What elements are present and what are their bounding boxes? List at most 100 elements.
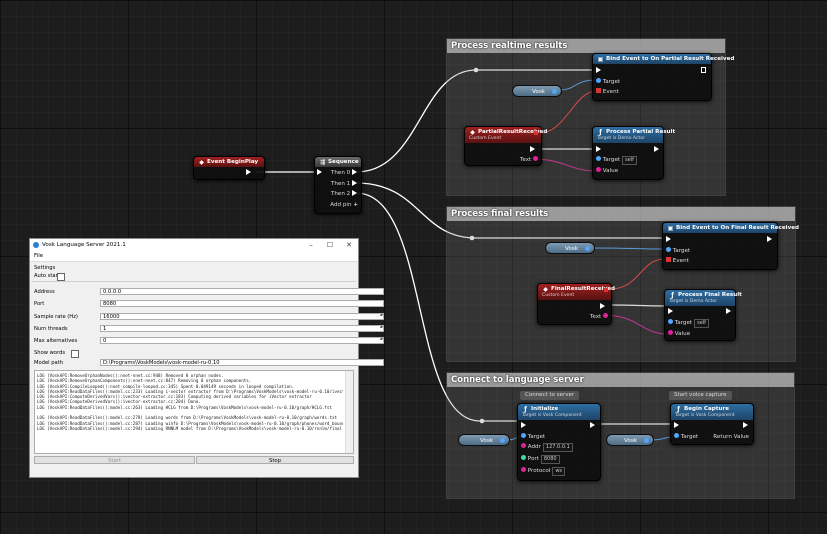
exec-pin-icon[interactable] bbox=[317, 169, 322, 175]
exec-pin-icon[interactable] bbox=[596, 146, 601, 152]
log-output[interactable]: LOG (VoskAPI:RemoveOrphanNodes():nnet-nn… bbox=[34, 370, 354, 454]
event-icon: ◆ bbox=[543, 286, 548, 293]
settings-label: Settings bbox=[34, 265, 56, 271]
data-pin-icon[interactable] bbox=[521, 433, 526, 438]
window-titlebar[interactable]: Vosk Language Server 2021.1 – ☐ ✕ bbox=[30, 239, 358, 251]
event-beginplay-node[interactable]: ◆Event BeginPlay bbox=[193, 156, 265, 180]
exec-pin-icon[interactable] bbox=[600, 303, 605, 309]
log-line: LOG (VoskAPI:ReadDataFiles():model.cc:27… bbox=[37, 415, 338, 421]
exec-pin-icon[interactable] bbox=[596, 67, 601, 73]
divider bbox=[32, 281, 356, 282]
vosk-variable-node[interactable]: Vosk bbox=[545, 242, 595, 254]
data-pin-icon[interactable] bbox=[603, 313, 608, 318]
menu-file[interactable]: File bbox=[34, 253, 44, 259]
data-pin-icon[interactable] bbox=[596, 156, 601, 161]
function-icon: ƒ bbox=[524, 406, 527, 413]
log-scrollbar[interactable] bbox=[345, 371, 353, 453]
data-pin-icon[interactable] bbox=[668, 319, 673, 324]
delegate-pin-icon[interactable] bbox=[534, 131, 538, 135]
exec-pin-icon[interactable] bbox=[726, 308, 731, 314]
port-input[interactable]: 8080 bbox=[540, 455, 560, 464]
exec-pin-icon[interactable] bbox=[530, 146, 535, 152]
exec-pin-icon[interactable] bbox=[743, 422, 748, 428]
bind-final-result-node[interactable]: ▣Bind Event to On Final Result Received … bbox=[662, 222, 799, 270]
max-alternatives-label: Max alternatives bbox=[34, 338, 78, 344]
delegate-wire bbox=[609, 258, 666, 290]
delegate-pin-icon[interactable] bbox=[604, 288, 608, 292]
target-self-field[interactable]: self bbox=[694, 319, 709, 328]
num-threads-label: Num threads bbox=[34, 326, 68, 332]
add-pin-button[interactable]: Add pin + bbox=[330, 202, 358, 208]
menubar: File bbox=[30, 251, 358, 262]
function-icon: ▣ bbox=[597, 56, 604, 63]
exec-pin-icon[interactable] bbox=[666, 236, 671, 242]
protocol-input[interactable]: ws bbox=[552, 467, 566, 476]
node-comment-bubble: Start voice capture bbox=[669, 391, 732, 400]
model-path-input[interactable]: D:\Programs\VoskModels\vosk-model-ru-0.1… bbox=[100, 359, 384, 366]
exec-pin-icon[interactable] bbox=[590, 422, 595, 428]
node-comment-bubble: Connect to server bbox=[520, 391, 580, 400]
function-icon: ƒ bbox=[677, 406, 680, 413]
data-pin-icon[interactable] bbox=[666, 247, 671, 252]
maximize-button[interactable]: ☐ bbox=[326, 241, 334, 249]
max-alternatives-spinbox[interactable]: 0 bbox=[100, 337, 384, 344]
exec-pin-icon[interactable] bbox=[521, 422, 526, 428]
delegate-pin-icon[interactable] bbox=[666, 257, 671, 262]
exec-pin-icon[interactable] bbox=[352, 169, 357, 175]
show-words-label: Show words bbox=[34, 350, 66, 356]
port-label: Port bbox=[34, 301, 45, 307]
exec-pin-icon[interactable] bbox=[352, 180, 357, 186]
sequence-icon: ⇶ bbox=[319, 159, 326, 166]
autostart-label: Auto start bbox=[34, 273, 60, 279]
address-input[interactable]: 0.0.0.0 bbox=[100, 288, 384, 295]
port-input[interactable]: 8080 bbox=[100, 300, 384, 307]
delegate-pin-icon[interactable] bbox=[596, 88, 601, 93]
bind-partial-result-node[interactable]: ▣Bind Event to On Partial Result Receive… bbox=[592, 53, 734, 101]
minimize-button[interactable]: – bbox=[309, 241, 313, 249]
data-pin-icon[interactable] bbox=[596, 167, 601, 172]
exec-pin-icon[interactable] bbox=[674, 422, 679, 428]
close-button[interactable]: ✕ bbox=[346, 241, 352, 249]
show-words-checkbox[interactable] bbox=[71, 350, 79, 358]
log-line: LOG (VoskAPI:ComputeDerivedVars():ivecto… bbox=[37, 399, 201, 405]
num-threads-spinbox[interactable]: 1 bbox=[100, 325, 384, 332]
addr-input[interactable]: 127.0.0.1 bbox=[542, 443, 573, 452]
object-wire bbox=[592, 247, 666, 250]
data-pin-icon[interactable] bbox=[521, 443, 526, 448]
exec-pin-icon[interactable] bbox=[668, 308, 673, 314]
sequence-node[interactable]: ⇶Sequence Then 0 Then 1 Then 2 Add pin + bbox=[314, 156, 362, 214]
vosk-server-window[interactable]: Vosk Language Server 2021.1 – ☐ ✕ File S… bbox=[29, 238, 384, 478]
exec-pin-icon[interactable] bbox=[246, 169, 251, 175]
function-icon: ƒ bbox=[671, 292, 674, 299]
data-pin-icon[interactable] bbox=[521, 455, 526, 460]
app-logo-icon bbox=[33, 242, 39, 248]
exec-pin-icon[interactable] bbox=[352, 190, 357, 196]
stop-button[interactable]: Stop bbox=[196, 456, 354, 464]
log-line: LOG (VoskAPI:RemoveOrphanNodes():nnet-nn… bbox=[37, 373, 224, 378]
data-pin-icon[interactable] bbox=[596, 78, 601, 83]
vosk-variable-node[interactable]: Vosk bbox=[458, 434, 510, 446]
autostart-checkbox[interactable] bbox=[57, 273, 65, 281]
exec-pin-icon[interactable] bbox=[701, 67, 706, 73]
data-pin-icon[interactable] bbox=[668, 330, 673, 335]
data-pin-icon[interactable] bbox=[533, 156, 538, 161]
data-pin-icon[interactable] bbox=[674, 433, 679, 438]
vosk-variable-node[interactable]: Vosk bbox=[606, 434, 654, 446]
sample-rate-spinbox[interactable]: 16000 bbox=[100, 313, 384, 320]
vosk-variable-node[interactable]: Vosk bbox=[512, 85, 562, 97]
exec-pin-icon[interactable] bbox=[654, 146, 659, 152]
exec-wire bbox=[355, 69, 592, 173]
exec-pin-icon[interactable] bbox=[767, 236, 772, 242]
delegate-wire bbox=[539, 90, 597, 134]
window-title: Vosk Language Server 2021.1 bbox=[42, 242, 126, 248]
target-self-field[interactable]: self bbox=[622, 156, 637, 165]
start-button[interactable]: Start bbox=[34, 456, 195, 464]
data-pin-icon[interactable] bbox=[521, 467, 526, 472]
